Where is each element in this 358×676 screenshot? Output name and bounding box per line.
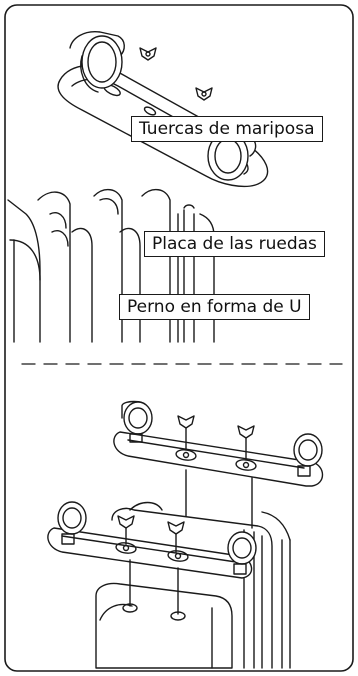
label-u-bolt: Perno en forma de U	[119, 294, 310, 320]
wing-nut-4	[237, 425, 255, 461]
u-bolt-lower	[122, 559, 186, 621]
caster-upper-left	[121, 400, 153, 443]
wing-nut-3	[177, 415, 195, 451]
u-bolt-rods	[185, 469, 253, 529]
panel-frame	[4, 4, 354, 672]
wing-nut-5	[117, 515, 135, 545]
caster-wheel-left	[69, 31, 125, 93]
wing-nut-2	[195, 87, 213, 101]
caster-lower-right	[227, 531, 257, 575]
label-wheel-plate: Placa de las ruedas	[144, 231, 325, 257]
wheel-plate-lower	[47, 527, 253, 579]
wheel-plate-upper	[113, 431, 324, 487]
wing-nut-1	[139, 47, 157, 61]
wing-nut-6	[167, 521, 185, 553]
caster-lower-left	[57, 501, 87, 545]
label-wing-nuts: Tuercas de mariposa	[131, 116, 323, 142]
radiator-fins-side-view	[7, 189, 215, 343]
caster-upper-right	[293, 433, 323, 477]
